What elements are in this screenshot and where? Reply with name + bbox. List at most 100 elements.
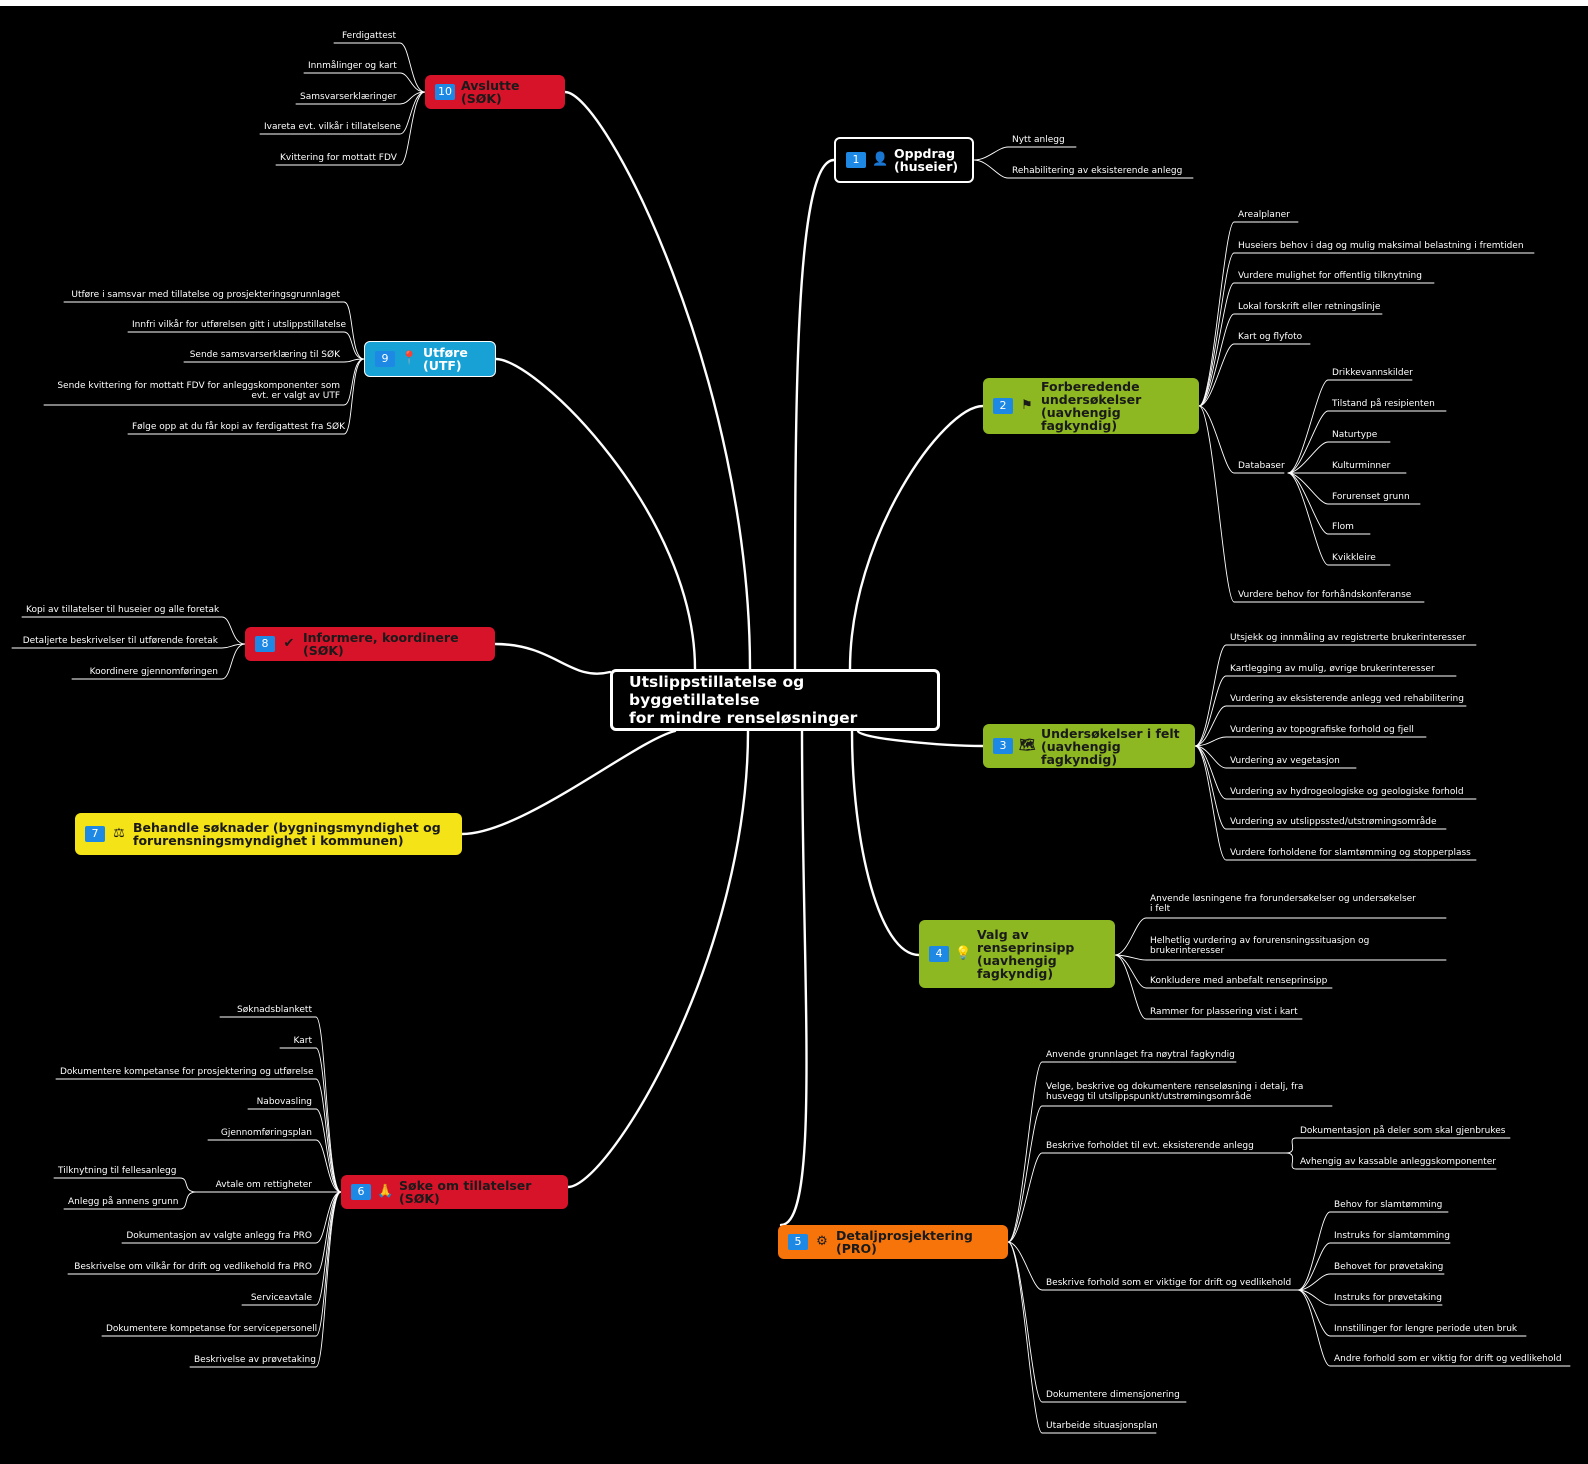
leaf-topic[interactable]: Beskrive forholdet til evt. eksisterende… bbox=[1046, 1141, 1254, 1151]
branch-detaljprosjektering[interactable]: 5⚙Detaljprosjektering (PRO) bbox=[778, 1225, 1008, 1259]
leaf-topic[interactable]: Anvende løsningene fra forundersøkelser … bbox=[1150, 894, 1416, 914]
branch-oppdrag[interactable]: 1👤Oppdrag (huseier) bbox=[834, 137, 974, 183]
leaf-topic[interactable]: Utarbeide situasjonsplan bbox=[1046, 1421, 1158, 1431]
branch-forberedende[interactable]: 2⚑Forberedende undersøkelser (uavhengig … bbox=[983, 378, 1199, 434]
leaf-connector bbox=[1194, 745, 1477, 800]
leaf-topic[interactable]: Anvende grunnlaget fra nøytral fagkyndig bbox=[1046, 1050, 1235, 1060]
leaf-topic[interactable]: Anlegg på annens grunn bbox=[68, 1197, 179, 1207]
leaf-connector bbox=[1198, 282, 1435, 407]
leaf-topic[interactable]: Koordinere gjennomføringen bbox=[89, 667, 218, 677]
leaf-topic[interactable]: Innfri vilkår for utførelsen gitt i utsl… bbox=[132, 320, 347, 330]
leaf-connector bbox=[1297, 1242, 1451, 1291]
leaf-topic[interactable]: Kart og flyfoto bbox=[1238, 332, 1303, 342]
leaf-topic[interactable]: Behov for slamtømming bbox=[1334, 1200, 1443, 1210]
leaf-connector bbox=[1007, 1241, 1157, 1434]
leaf-topic[interactable]: Samsvarserklæringer bbox=[300, 92, 397, 102]
leaf-topic[interactable]: Databaser bbox=[1238, 461, 1285, 471]
leaf-topic[interactable]: Dokumentere dimensjonering bbox=[1046, 1390, 1180, 1400]
leaf-topic[interactable]: Innmålinger og kart bbox=[308, 61, 397, 71]
leaf-topic[interactable]: Serviceavtale bbox=[250, 1293, 312, 1303]
leaf-connector bbox=[1287, 379, 1413, 474]
leaf-topic[interactable]: Kulturminner bbox=[1332, 461, 1391, 471]
leaf-connector bbox=[1198, 405, 1285, 474]
leaf-topic[interactable]: Kvittering for mottatt FDV bbox=[280, 153, 397, 163]
leaf-topic[interactable]: Kvikkleire bbox=[1332, 553, 1376, 563]
leaf-topic[interactable]: Ferdigattest bbox=[341, 31, 396, 41]
leaf-topic[interactable]: Vurdering av vegetasjon bbox=[1230, 756, 1340, 766]
connector-oppdrag bbox=[793, 158, 836, 671]
branch-behandle[interactable]: 7⚖Behandle søknader (bygningsmyndighet o… bbox=[75, 813, 462, 855]
leaf-connector bbox=[1114, 917, 1447, 956]
leaf-topic[interactable]: Arealplaner bbox=[1238, 210, 1290, 220]
leaf-topic[interactable]: Vurdere mulighet for offentlig tilknytni… bbox=[1238, 271, 1422, 281]
leaf-topic[interactable]: Detaljerte beskrivelser til utførende fo… bbox=[22, 636, 218, 646]
leaf-topic[interactable]: Dokumentere kompetanse for prosjektering… bbox=[60, 1067, 314, 1077]
leaf-topic[interactable]: Vurdering av eksisterende anlegg ved reh… bbox=[1230, 694, 1464, 704]
leaf-topic[interactable]: Sende samsvarserklæring til SØK bbox=[189, 350, 340, 360]
leaf-topic[interactable]: Utsjekk og innmåling av registrerte bruk… bbox=[1230, 633, 1466, 643]
connector-forberedende bbox=[848, 404, 985, 671]
leaf-topic[interactable]: Huseiers behov i dag og mulig maksimal b… bbox=[1238, 241, 1524, 251]
leaf-topic[interactable]: Vurdering av utslippssted/utstrømingsomr… bbox=[1230, 817, 1437, 827]
leaf-topic[interactable]: Dokumentasjon på deler som skal gjenbruk… bbox=[1300, 1126, 1506, 1136]
leaf-topic[interactable]: Avtale om rettigheter bbox=[215, 1180, 312, 1190]
leaf-topic[interactable]: Tilknytning til fellesanlegg bbox=[58, 1166, 177, 1176]
leaf-topic[interactable]: Lokal forskrift eller retningslinje bbox=[1238, 302, 1381, 312]
leaf-connector bbox=[1114, 954, 1303, 1020]
leaf-connector bbox=[1194, 736, 1427, 747]
leaf-topic[interactable]: Beskrive forhold som er viktige for drif… bbox=[1046, 1278, 1292, 1288]
leaf-topic[interactable]: Innstillinger for lengre periode uten br… bbox=[1334, 1324, 1518, 1334]
leaf-topic[interactable]: Avhengig av kassable anleggskomponenter bbox=[1300, 1157, 1496, 1167]
central-topic[interactable]: Utslippstillatelse og byggetillatelse fo… bbox=[610, 669, 940, 731]
leaf-topic[interactable]: Ivareta evt. vilkår i tillatelsene bbox=[264, 122, 401, 132]
leaf-topic[interactable]: Behovet for prøvetaking bbox=[1334, 1262, 1444, 1272]
leaf-topic[interactable]: Gjennomføringsplan bbox=[220, 1128, 312, 1138]
leaf-topic[interactable]: Beskrivelse om vilkår for drift og vedli… bbox=[74, 1262, 312, 1272]
branch-label: Behandle søknader (bygningsmyndighet og … bbox=[133, 820, 441, 848]
leaf-topic[interactable]: Følge opp at du får kopi av ferdigattest… bbox=[132, 422, 345, 432]
leaf-topic[interactable]: Dokumentasjon av valgte anlegg fra PRO bbox=[126, 1231, 312, 1241]
leaf-topic[interactable]: Rehabilitering av eksisterende anlegg bbox=[1012, 166, 1183, 176]
leaf-topic[interactable]: Beskrivelse av prøvetaking bbox=[194, 1355, 316, 1365]
leaf-topic[interactable]: Rammer for plassering vist i kart bbox=[1150, 1007, 1298, 1017]
leaf-topic[interactable]: Utføre i samsvar med tillatelse og prosj… bbox=[71, 290, 340, 300]
branch-utfore[interactable]: 9📍Utføre (UTF) bbox=[364, 341, 496, 377]
leaf-topic[interactable]: Søknadsblankett bbox=[237, 1005, 312, 1015]
leaf-connector bbox=[1198, 343, 1311, 407]
leaf-topic[interactable]: Kartlegging av mulig, øvrige brukerinter… bbox=[1230, 664, 1435, 674]
branch-informere[interactable]: 8✔Informere, koordinere (SØK) bbox=[245, 627, 495, 661]
leaf-topic[interactable]: Kopi av tillatelser til huseier og alle … bbox=[26, 605, 220, 615]
leaf-topic[interactable]: Velge, beskrive og dokumentere renseløsn… bbox=[1046, 1082, 1304, 1102]
leaf-topic[interactable]: Drikkevannskilder bbox=[1332, 368, 1413, 378]
leaf-connector bbox=[219, 1016, 342, 1193]
leaf-topic[interactable]: Konkludere med anbefalt renseprinsipp bbox=[1150, 976, 1328, 986]
leaf-topic[interactable]: Vurdere forholdene for slamtømming og st… bbox=[1230, 848, 1471, 858]
branch-renseprinsipp[interactable]: 4💡Valg av renseprinsipp (uavhengig fagky… bbox=[919, 920, 1115, 988]
leaf-connector bbox=[1194, 675, 1457, 747]
leaf-topic[interactable]: Vurdering av hydrogeologiske og geologis… bbox=[1230, 787, 1464, 797]
leaf-topic[interactable]: Vurdere behov for forhåndskonferanse bbox=[1238, 590, 1412, 600]
leaf-connector bbox=[1194, 745, 1477, 861]
leaf-connector bbox=[1297, 1289, 1527, 1337]
leaf-topic[interactable]: Forurenset grunn bbox=[1332, 492, 1410, 502]
leaf-topic[interactable]: Nabovasling bbox=[256, 1097, 312, 1107]
leaf-topic[interactable]: Kart bbox=[293, 1036, 313, 1046]
leaf-connector bbox=[295, 91, 426, 105]
leaf-topic[interactable]: Sende kvittering for mottatt FDV for anl… bbox=[57, 381, 340, 401]
branch-label: Utføre (UTF) bbox=[423, 345, 468, 373]
step-number-badge: 10 bbox=[435, 84, 455, 100]
leaf-topic[interactable]: Tilstand på resipienten bbox=[1332, 399, 1435, 409]
leaf-topic[interactable]: Nytt anlegg bbox=[1012, 135, 1065, 145]
leaf-topic[interactable]: Andre forhold som er viktig for drift og… bbox=[1334, 1354, 1562, 1364]
leaf-topic[interactable]: Vurdering av topografiske forhold og fje… bbox=[1230, 725, 1414, 735]
leaf-topic[interactable]: Naturtype bbox=[1332, 430, 1378, 440]
branch-felt[interactable]: 3🗺Undersøkelser i felt (uavhengig fagkyn… bbox=[983, 724, 1195, 768]
branch-soke[interactable]: 6🙏Søke om tillatelser (SØK) bbox=[341, 1175, 568, 1209]
leaf-topic[interactable]: Instruks for slamtømming bbox=[1334, 1231, 1450, 1241]
leaf-topic[interactable]: Instruks for prøvetaking bbox=[1334, 1293, 1442, 1303]
leaf-topic[interactable]: Dokumentere kompetanse for serviceperson… bbox=[106, 1324, 318, 1334]
map-icon: 🗺 bbox=[1019, 738, 1036, 753]
leaf-topic[interactable]: Helhetlig vurdering av forurensningssitu… bbox=[1150, 936, 1370, 956]
leaf-topic[interactable]: Flom bbox=[1332, 522, 1354, 532]
